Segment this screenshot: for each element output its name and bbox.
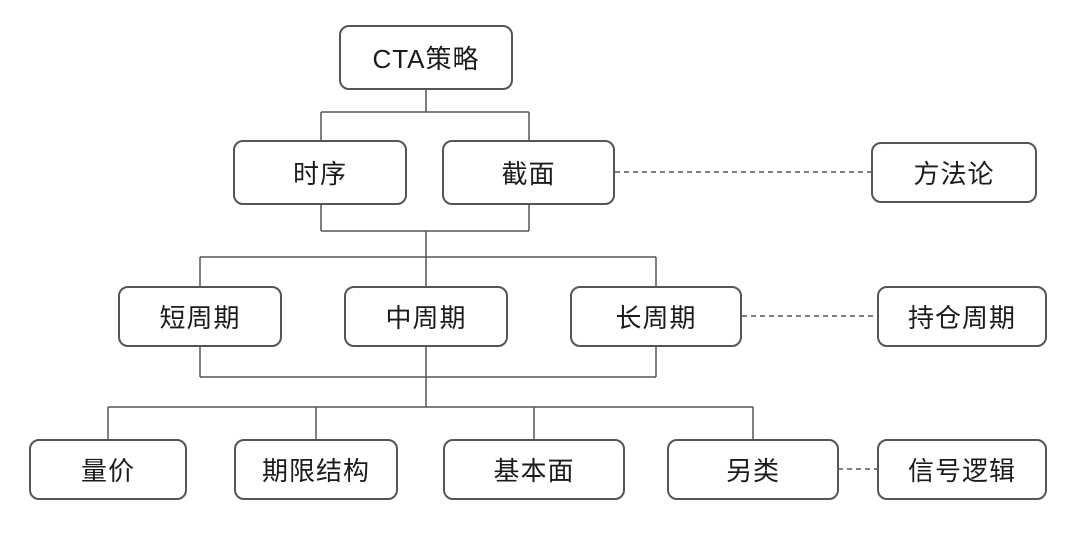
node-term-structure: 期限结构 [234,439,398,500]
annotation-dashed-lines [615,171,877,470]
node-short-cycle: 短周期 [118,286,282,347]
annotation-holding-period: 持仓周期 [877,286,1047,347]
node-cross-section: 截面 [442,140,615,205]
node-long-cycle: 长周期 [570,286,742,347]
node-alternatives: 另类 [667,439,839,500]
node-time-series: 时序 [233,140,407,205]
node-fundamentals: 基本面 [443,439,625,500]
annotation-signal-logic: 信号逻辑 [877,439,1047,500]
node-medium-cycle: 中周期 [344,286,508,347]
node-cta-strategy: CTA策略 [339,25,513,90]
tree-connector-lines [107,90,754,440]
node-volume-price: 量价 [29,439,187,500]
annotation-methodology: 方法论 [871,142,1037,203]
